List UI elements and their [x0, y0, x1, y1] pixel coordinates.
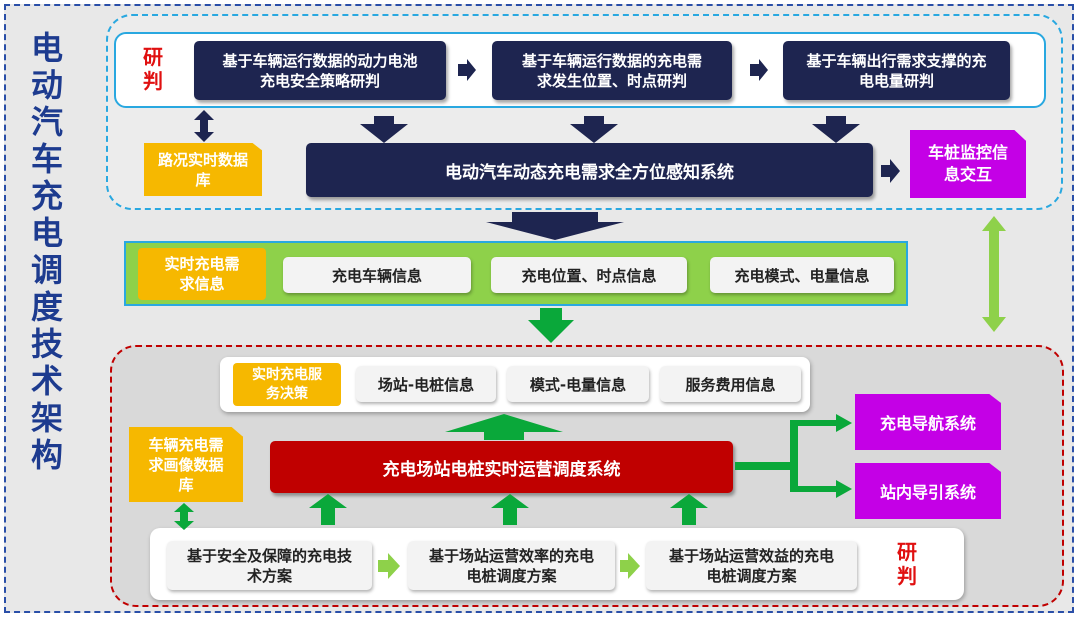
up-arrow-icon: [670, 494, 708, 525]
bottom-section-label: 研判: [897, 540, 917, 588]
demand-item-location: 充电位置、时点信息: [491, 257, 687, 293]
demand-label: 实时充电需求信息: [138, 248, 266, 300]
title-char: 度: [30, 288, 63, 326]
dispatch-system: 充电场站电桩实时运营调度系统: [270, 441, 733, 493]
demand-item-vehicle: 充电车辆信息: [283, 257, 471, 293]
right-arrow-icon: [750, 59, 768, 81]
output-guidance: 站内导引系统: [855, 463, 1001, 519]
up-arrow-icon: [309, 494, 347, 525]
diagram-title: 电动汽车充电调度技术架构: [22, 30, 72, 474]
connector-line: [735, 462, 793, 470]
decision-item-station: 场站-电桩信息: [356, 366, 496, 402]
right-arrow-icon: [378, 553, 400, 579]
top-section-label: 研判: [143, 45, 163, 93]
monitor-label: 车桩监控信息交互: [927, 143, 1008, 184]
profile-database: 车辆充电需求画像数据库: [129, 427, 243, 502]
study-box-3: 基于车辆出行需求支撑的充电电量研判: [783, 41, 1010, 100]
monitor-box: 车桩监控信息交互: [910, 130, 1026, 198]
down-arrow-icon: [812, 116, 860, 143]
right-arrow-icon: [836, 414, 852, 432]
title-char: 汽: [30, 103, 63, 141]
road-database: 路况实时数据库: [144, 143, 262, 196]
title-char: 架: [30, 399, 63, 437]
title-char: 电: [30, 29, 63, 67]
connector-line: [790, 486, 838, 492]
title-char: 构: [30, 436, 63, 474]
demand-item-mode: 充电模式、电量信息: [710, 257, 894, 293]
down-arrow-icon: [486, 212, 624, 240]
plan-box-3: 基于场站运营效益的充电电桩调度方案: [646, 541, 857, 590]
decision-label: 实时充电服务决策: [233, 363, 341, 406]
decision-item-mode: 模式-电量信息: [507, 366, 649, 402]
title-char: 车: [30, 140, 63, 178]
down-arrow-icon: [570, 116, 618, 143]
double-arrow-icon: [982, 216, 1006, 332]
plan-box-2: 基于场站运营效率的充电电桩调度方案: [408, 541, 615, 590]
study-box-1: 基于车辆运行数据的动力电池充电安全策略研判: [194, 41, 446, 100]
double-arrow-icon: [174, 503, 194, 530]
down-arrow-icon: [528, 308, 574, 343]
right-arrow-icon: [620, 553, 640, 579]
connector-line: [790, 420, 838, 426]
road-database-label: 路况实时数据库: [158, 150, 249, 189]
connector-line: [790, 420, 798, 492]
output-guidance-label: 站内导引系统: [879, 483, 976, 502]
up-arrow-icon: [445, 414, 563, 440]
double-arrow-icon: [194, 110, 214, 142]
right-arrow-icon: [458, 59, 476, 81]
decision-item-fee: 服务费用信息: [660, 366, 801, 402]
title-char: 充: [30, 177, 63, 215]
plan-box-1: 基于安全及保障的充电技术方案: [167, 541, 372, 590]
title-char: 术: [30, 362, 63, 400]
down-arrow-icon: [360, 116, 408, 143]
title-char: 调: [30, 251, 63, 289]
right-arrow-icon: [881, 159, 900, 183]
right-arrow-icon: [836, 480, 852, 498]
perception-system: 电动汽车动态充电需求全方位感知系统: [306, 143, 873, 197]
profile-database-label: 车辆充电需求画像数据库: [148, 435, 224, 494]
title-char: 动: [30, 66, 63, 104]
title-char: 技: [30, 325, 63, 363]
study-box-2: 基于车辆运行数据的充电需求发生位置、时点研判: [492, 41, 732, 100]
output-navigation: 充电导航系统: [855, 394, 1001, 450]
up-arrow-icon: [491, 494, 529, 525]
demand-label-text: 实时充电需求信息: [164, 255, 240, 293]
output-navigation-label: 充电导航系统: [879, 414, 976, 433]
decision-label-text: 实时充电服务决策: [252, 366, 322, 402]
title-char: 电: [30, 214, 63, 252]
